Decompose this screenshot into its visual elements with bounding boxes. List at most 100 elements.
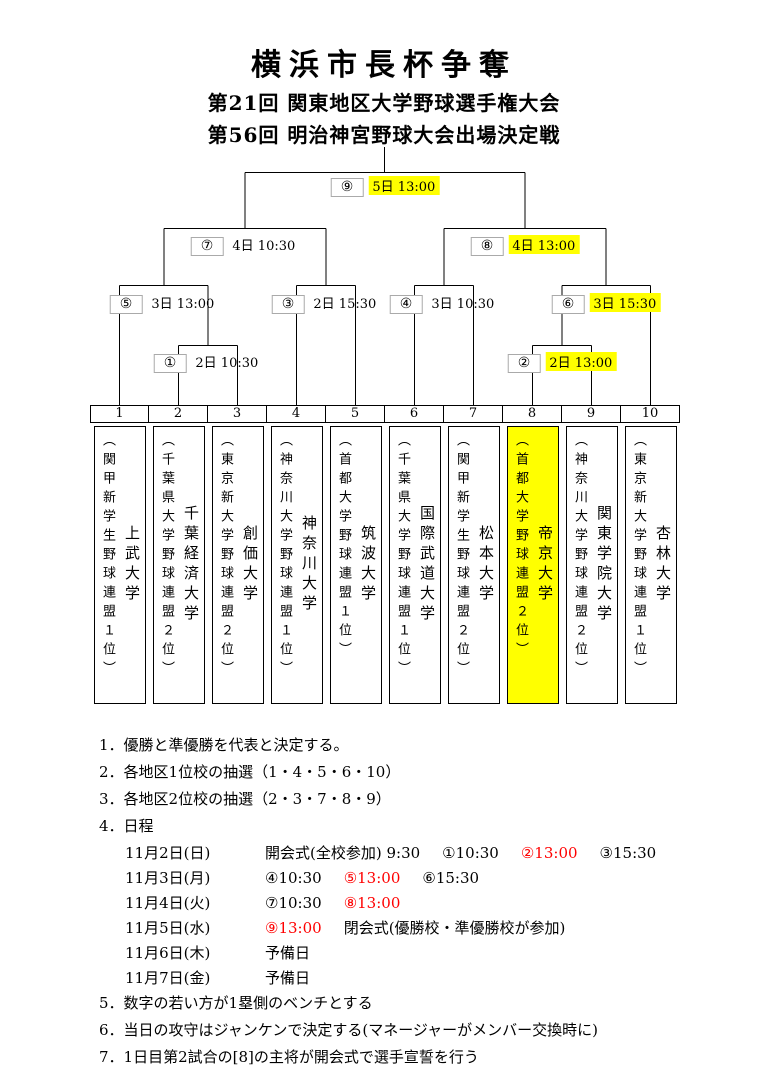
game-number: ② — [507, 354, 541, 373]
team-column-9: （神奈川大学野球連盟２位） 関東学院大学 — [562, 426, 621, 704]
schedule-date: 11月6日(木) — [125, 944, 211, 962]
team-box-5: （首都大学野球連盟１位） 筑波大学 — [329, 426, 382, 704]
seed-number-8: 8 — [503, 405, 562, 423]
tournament-bracket: ⑨ 5日 13:00 ⑦ 4日 10:30 ⑧ 4日 13:00 ⑤ 3日 13… — [0, 138, 768, 430]
game-number: ④ — [389, 295, 423, 314]
team-name: 松本大学 — [477, 525, 495, 605]
game-2: ② 2日 13:00 — [507, 350, 617, 373]
team-league: （東京新大学野球連盟１位） — [631, 433, 646, 680]
team-column-3: （東京新大学野球連盟２位） 創価大学 — [208, 426, 267, 704]
notes-section: 1．優勝と準優勝を代表と決定する。 2．各地区1位校の抽選（1・4・5・6・10… — [99, 736, 739, 1075]
team-league: （千葉県大学野球連盟１位） — [395, 433, 410, 680]
game-3: ③ 2日 15:30 — [271, 291, 381, 314]
team-league: （神奈川大学野球連盟２位） — [572, 433, 587, 680]
schedule-item: ④10:30 — [265, 869, 322, 887]
team-name: 筑波大学 — [359, 525, 377, 605]
team-column-1: （関甲新学生野球連盟１位） 上武大学 — [90, 426, 149, 704]
schedule-item-red: ⑨13:00 — [265, 919, 322, 937]
seed-number-3: 3 — [208, 405, 267, 423]
game-4: ④ 3日 10:30 — [389, 291, 499, 314]
game-number: ⑧ — [470, 237, 504, 256]
team-league: （神奈川大学野球連盟１位） — [277, 433, 292, 680]
team-column-7: （関甲新学生野球連盟２位） 松本大学 — [444, 426, 503, 704]
team-column-8: （首都大学野球連盟２位） 帝京大学 — [503, 426, 562, 704]
game-number: ③ — [271, 295, 305, 314]
schedule-row-nov6: 11月6日(木) 予備日 — [125, 944, 739, 962]
schedule-date: 11月5日(水) — [125, 919, 211, 937]
game-time: 4日 10:30 — [232, 239, 296, 254]
team-league: （東京新大学野球連盟２位） — [218, 433, 233, 680]
note-1: 1．優勝と準優勝を代表と決定する。 — [99, 736, 349, 754]
team-box-4: （神奈川大学野球連盟１位） 神奈川大学 — [270, 426, 323, 704]
game-6: ⑥ 3日 15:30 — [551, 291, 661, 314]
schedule-row-nov5: 11月5日(水) ⑨13:00 閉会式(優勝校・準優勝校が参加) — [125, 919, 739, 937]
seed-number-6: 6 — [385, 405, 444, 423]
schedule-item: 開会式(全校参加) 9:30 — [265, 844, 421, 862]
game-time: 2日 10:30 — [195, 356, 259, 371]
schedule-item-red: ⑧13:00 — [343, 894, 401, 912]
game-time: 4日 13:00 — [508, 235, 580, 254]
team-name: 国際武道大学 — [418, 505, 436, 625]
team-name: 千葉経済大学 — [182, 505, 200, 625]
team-name: 創価大学 — [241, 525, 259, 605]
game-time: 3日 15:30 — [589, 293, 661, 312]
header: 横浜市長杯争奪 第21回 関東地区大学野球選手権大会 第56回 明治神宮野球大会… — [0, 40, 768, 148]
team-box-10: （東京新大学野球連盟１位） 杏林大学 — [624, 426, 677, 704]
schedule-row-nov2: 11月2日(日) 開会式(全校参加) 9:30 ①10:30 ②13:00 ③1… — [125, 844, 739, 862]
game-number: ⑤ — [109, 295, 143, 314]
schedule-item: ⑥15:30 — [422, 869, 480, 887]
game-7-semifinal: ⑦ 4日 10:30 — [190, 233, 300, 256]
seed-number-10: 10 — [621, 405, 680, 423]
schedule-date: 11月2日(日) — [125, 844, 211, 862]
schedule-date: 11月7日(金) — [125, 969, 211, 987]
note-7: 7．1日目第2試合の[8]の主将が開会式で選手宣誓を行う — [99, 1048, 479, 1066]
team-column-10: （東京新大学野球連盟１位） 杏林大学 — [621, 426, 680, 704]
seed-number-2: 2 — [149, 405, 208, 423]
team-name: 上武大学 — [123, 525, 141, 605]
game-time: 5日 13:00 — [368, 176, 440, 195]
schedule-table: 11月2日(日) 開会式(全校参加) 9:30 ①10:30 ②13:00 ③1… — [125, 844, 739, 987]
bracket-lines — [119, 147, 651, 405]
subtitle-2: 第56回 明治神宮野球大会出場決定戦 — [207, 123, 561, 147]
team-box-8-highlighted: （首都大学野球連盟２位） 帝京大学 — [506, 426, 559, 704]
schedule-item: ①10:30 — [442, 844, 499, 862]
note-6: 6．当日の攻守はジャンケンで決定する(マネージャーがメンバー交換時に) — [99, 1021, 599, 1039]
seed-number-row: 1 2 3 4 5 6 7 8 9 10 — [90, 405, 680, 423]
team-league: （首都大学野球連盟２位） — [513, 433, 528, 661]
schedule-item: 閉会式(優勝校・準優勝校が参加) — [343, 919, 566, 937]
game-time: 2日 15:30 — [313, 297, 377, 312]
game-number: ① — [153, 354, 187, 373]
team-box-2: （千葉県大学野球連盟２位） 千葉経済大学 — [152, 426, 205, 704]
team-boxes-row: （関甲新学生野球連盟１位） 上武大学 （千葉県大学野球連盟２位） 千葉経済大学 … — [90, 426, 680, 704]
team-box-9: （神奈川大学野球連盟２位） 関東学院大学 — [565, 426, 618, 704]
schedule-row-nov4: 11月4日(火) ⑦10:30 ⑧13:00 — [125, 894, 739, 912]
game-9-final: ⑨ 5日 13:00 — [330, 174, 440, 197]
seed-number-1: 1 — [90, 405, 149, 423]
team-column-2: （千葉県大学野球連盟２位） 千葉経済大学 — [149, 426, 208, 704]
game-number: ⑨ — [330, 178, 364, 197]
schedule-date: 11月4日(火) — [125, 894, 211, 912]
team-name: 神奈川大学 — [300, 515, 318, 615]
schedule-date: 11月3日(月) — [125, 869, 211, 887]
team-box-1: （関甲新学生野球連盟１位） 上武大学 — [93, 426, 146, 704]
team-box-6: （千葉県大学野球連盟１位） 国際武道大学 — [388, 426, 441, 704]
seed-number-5: 5 — [326, 405, 385, 423]
game-number: ⑦ — [190, 237, 224, 256]
note-4: 4．日程 — [99, 817, 154, 835]
page-title: 横浜市長杯争奪 — [251, 48, 517, 83]
game-5: ⑤ 3日 13:00 — [109, 291, 219, 314]
schedule-item: ⑦10:30 — [265, 894, 322, 912]
team-name: 杏林大学 — [654, 525, 672, 605]
game-time: 3日 10:30 — [431, 297, 495, 312]
schedule-item-red: ②13:00 — [520, 844, 578, 862]
note-3: 3．各地区2位校の抽選（2・3・7・8・9） — [99, 790, 391, 808]
note-5: 5．数字の若い方が1塁側のベンチとする — [99, 994, 373, 1012]
team-name: 関東学院大学 — [595, 505, 613, 625]
schedule-item: ③15:30 — [599, 844, 657, 862]
schedule-item: 予備日 — [265, 969, 311, 987]
schedule-item: 予備日 — [265, 944, 311, 962]
team-league: （関甲新学生野球連盟１位） — [100, 433, 115, 680]
team-name: 帝京大学 — [536, 525, 554, 605]
seed-number-7: 7 — [444, 405, 503, 423]
schedule-row-nov3: 11月3日(月) ④10:30 ⑤13:00 ⑥15:30 — [125, 869, 739, 887]
